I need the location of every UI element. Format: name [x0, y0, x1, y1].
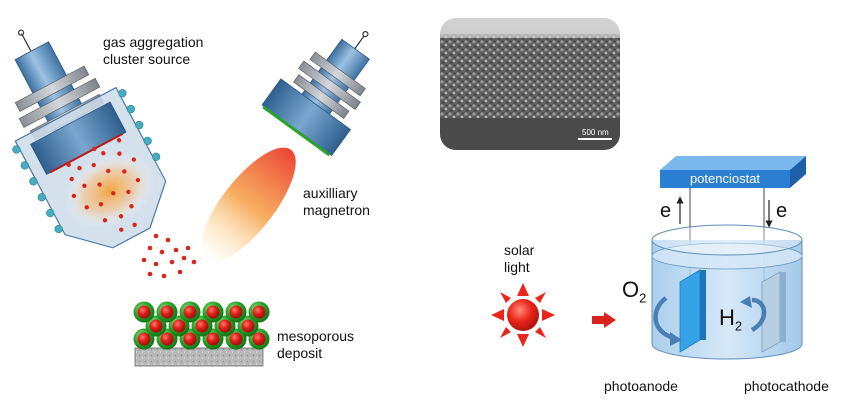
deposit-sphere-core — [183, 305, 197, 319]
cluster-source-text: gas aggregation cluster source — [103, 34, 204, 67]
deposit-label: mesoporous deposit — [277, 328, 427, 362]
deposit-sphere-core — [252, 305, 266, 319]
potenciostat-label: potenciostat — [689, 171, 761, 186]
hydrogen-subscript: 2 — [734, 318, 743, 334]
hydrogen-symbol: H — [719, 305, 735, 330]
deposit-sphere-core — [241, 319, 255, 333]
mesoporous-deposit — [133, 301, 270, 367]
light-arrow — [592, 312, 616, 328]
photoanode-plate — [679, 269, 701, 353]
deposit-text: mesoporous deposit — [277, 328, 355, 361]
photoanode-label: photoanode — [604, 378, 678, 394]
deposit-sphere-core — [137, 332, 151, 346]
magnetron-label: auxilliary magnetron — [303, 185, 453, 219]
solar-light-text: solar light — [504, 242, 535, 275]
deposit-sphere-core — [137, 305, 151, 319]
magnetron — [200, 31, 370, 263]
deposit-sphere-core — [160, 332, 174, 346]
solar-light-label: solar light — [504, 242, 654, 276]
deposit-sphere-core — [229, 332, 243, 346]
deposit-sphere-core — [149, 319, 163, 333]
deposit-sphere-core — [183, 332, 197, 346]
deposit-sphere-core — [218, 319, 232, 333]
scale-bar-label: 500 nm — [582, 128, 609, 137]
electron-left-label: e — [660, 200, 672, 222]
deposit-sphere-core — [206, 332, 220, 346]
oxygen-symbol: O — [622, 277, 640, 302]
deposit-spheres — [133, 301, 270, 350]
deposit-sphere-core — [229, 305, 243, 319]
electron-right-label: e — [776, 200, 788, 222]
cluster-source-label: gas aggregation cluster source — [103, 34, 253, 68]
photocathode-label: photocathode — [744, 378, 829, 394]
deposit-sphere-core — [160, 305, 174, 319]
electron-arrows — [676, 196, 773, 228]
sem-image — [440, 18, 620, 150]
deposit-sphere-core — [252, 332, 266, 346]
deposit-sphere-core — [195, 319, 209, 333]
sun-icon — [491, 283, 555, 347]
potenciostat — [660, 156, 806, 188]
deposit-sphere-core — [172, 319, 186, 333]
oxygen-subscript: 2 — [639, 290, 647, 306]
cluster-source — [12, 29, 197, 279]
deposit-sphere-core — [206, 305, 220, 319]
hydrogen-label: H2 — [719, 306, 742, 338]
oxygen-label: O2 — [622, 278, 646, 310]
electrolysis-cell — [651, 224, 803, 360]
magnetron-text: auxilliary magnetron — [303, 185, 370, 218]
